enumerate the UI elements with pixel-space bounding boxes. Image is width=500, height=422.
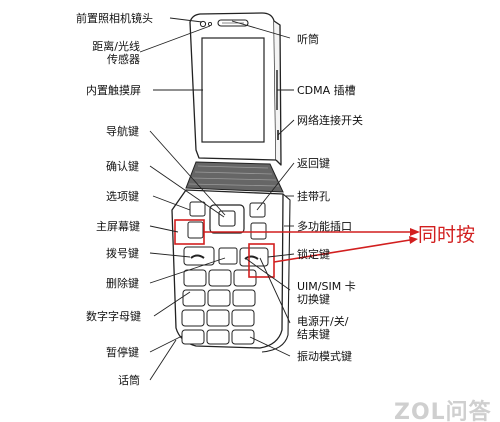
label-lock-key: 锁定键	[297, 248, 330, 261]
label-network-switch: 网络连接开关	[297, 114, 363, 127]
label-back-key: 返回键	[297, 157, 330, 170]
label-strap-hole: 挂带孔	[297, 190, 330, 203]
label-home-key: 主屏幕键	[96, 220, 140, 233]
watermark: ZOL问答	[394, 400, 492, 422]
label-uim-sim-switch: UIM/SIM 卡 切换键	[297, 280, 356, 306]
label-nav-key: 导航键	[106, 125, 139, 138]
simultaneous-press-note: 同时按	[418, 224, 476, 246]
inner-screen	[201, 37, 265, 143]
label-microphone: 话筒	[118, 374, 140, 387]
number-keypad	[181, 269, 257, 345]
label-power-end-key: 电源开/关/ 结束键	[297, 315, 349, 341]
leader-lines-left	[139, 17, 226, 381]
label-cdma-slot: CDMA 插槽	[297, 84, 356, 97]
label-confirm-key: 确认键	[106, 160, 139, 173]
label-multi-port: 多功能插口	[297, 220, 352, 233]
label-dial-key: 拨号键	[106, 247, 139, 260]
label-proximity-sensor: 距离/光线 传感器	[92, 40, 140, 66]
hinge	[185, 161, 284, 193]
sensor-dot	[207, 21, 213, 27]
label-options-key: 选项键	[106, 190, 139, 203]
label-inner-touchscreen: 内置触摸屏	[86, 84, 141, 97]
label-alnum-keys: 数字字母键	[86, 310, 141, 323]
label-front-camera: 前置照相机镜头	[76, 12, 153, 25]
label-earpiece: 听筒	[297, 33, 319, 46]
highlight-annotations	[174, 219, 420, 278]
label-pause-key: 暂停键	[106, 346, 139, 359]
confirm-button	[218, 210, 236, 227]
front-camera-lens	[199, 20, 207, 28]
leader-lines-right	[231, 20, 295, 357]
label-vibrate-key: 振动模式键	[297, 350, 352, 363]
label-delete-key: 删除键	[106, 277, 139, 290]
